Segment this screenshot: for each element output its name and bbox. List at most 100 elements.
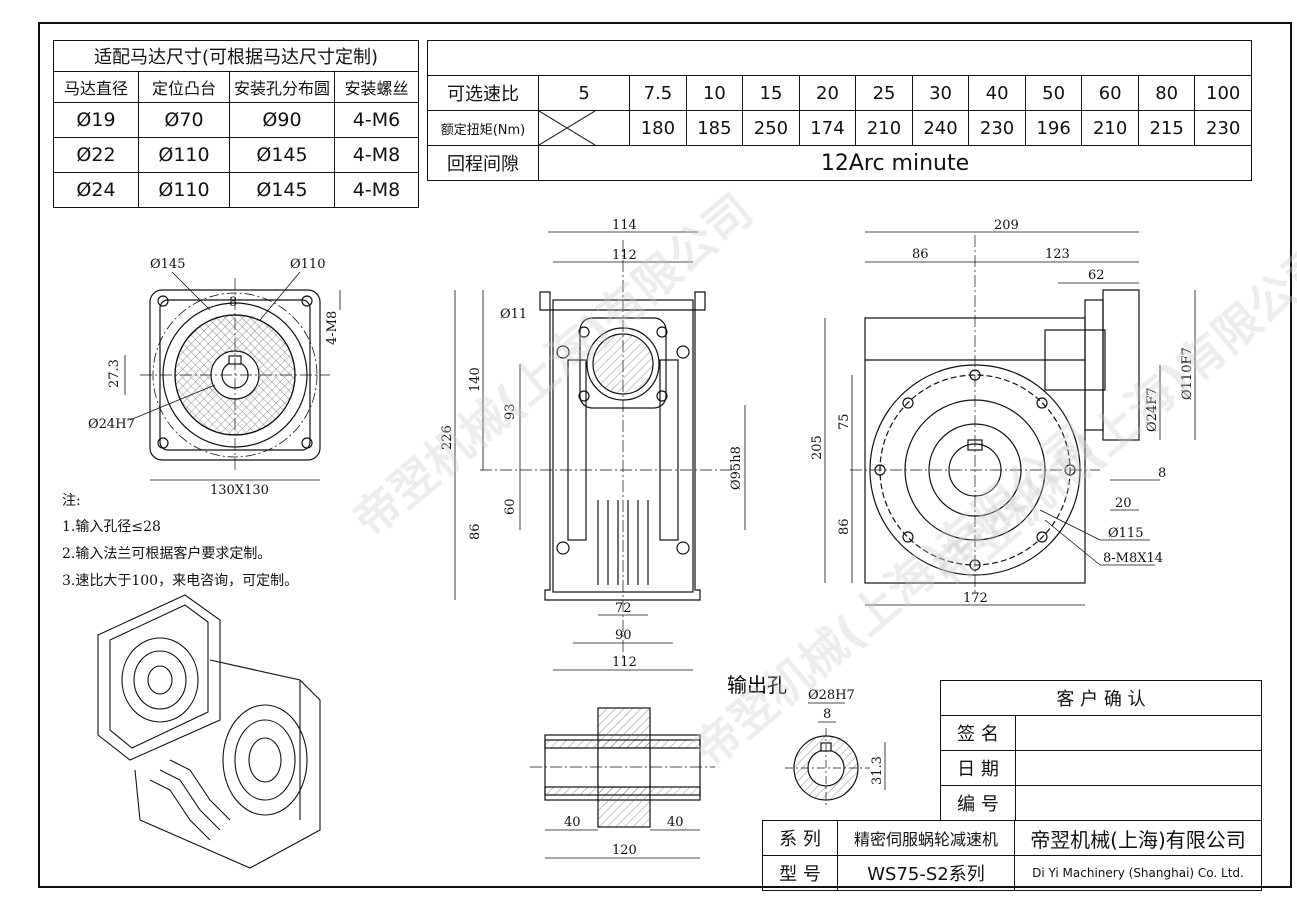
torque-cell: 210 bbox=[1081, 110, 1139, 146]
dim-bottom-112: 112 bbox=[612, 655, 637, 670]
dim-shaft-40a: 40 bbox=[564, 815, 581, 830]
dim-86-side: 86 bbox=[837, 518, 852, 535]
dim-140: 140 bbox=[468, 367, 483, 392]
torque-cell: 210 bbox=[855, 110, 913, 146]
backlash-label: 回程间隙 bbox=[427, 145, 539, 181]
dim-112: 112 bbox=[612, 248, 637, 263]
motor-header-diameter: 马达直径 bbox=[53, 71, 139, 103]
ratio-cell: 50 bbox=[1024, 75, 1083, 111]
dim-d115: Ø115 bbox=[1108, 526, 1143, 541]
dim-31-3: 31.3 bbox=[870, 756, 885, 785]
ratio-cell: 5 bbox=[537, 75, 631, 111]
customer-confirm-table: 客 户 确 认 签 名 日 期 编 号 bbox=[940, 680, 1262, 821]
isometric-view bbox=[97, 594, 321, 869]
notes-heading: 注: bbox=[62, 493, 81, 509]
table-cell: Ø90 bbox=[229, 102, 335, 138]
dim-d110f7: Ø110F7 bbox=[1180, 347, 1195, 400]
dim-62: 62 bbox=[1088, 268, 1105, 283]
backlash-row: 回程间隙 12Arc minute bbox=[427, 145, 1252, 181]
dim-226: 226 bbox=[440, 425, 455, 450]
table-cell: Ø24 bbox=[53, 172, 139, 208]
table-cell: Ø22 bbox=[53, 137, 139, 173]
torque-label: 额定扭矩(Nm) bbox=[427, 110, 539, 146]
torque-cell: 240 bbox=[911, 110, 970, 146]
ratio-cell: 40 bbox=[968, 75, 1026, 111]
side-view bbox=[824, 231, 1196, 606]
note-item: 2.输入法兰可根据客户要求定制。 bbox=[62, 546, 272, 562]
dim-d110: Ø110 bbox=[290, 257, 325, 272]
dim-75: 75 bbox=[837, 413, 852, 430]
ratio-cell: 15 bbox=[742, 75, 800, 111]
cross-mark-icon bbox=[539, 111, 595, 145]
torque-cell: 196 bbox=[1024, 110, 1083, 146]
table-row: Ø22 Ø110 Ø145 4-M8 bbox=[53, 137, 419, 173]
table-cell: 4-M8 bbox=[334, 137, 419, 173]
table-cell: 4-M8 bbox=[334, 172, 419, 208]
motor-header-pcd: 安装孔分布圆 bbox=[229, 71, 335, 103]
note-item: 1.输入孔径≤28 bbox=[62, 519, 161, 535]
series-label: 系 列 bbox=[762, 820, 838, 856]
series-value: 精密伺服蜗轮减速机 bbox=[837, 820, 1015, 856]
dim-114: 114 bbox=[612, 218, 637, 233]
front-view bbox=[454, 231, 746, 671]
dim-d95h8: Ø95h8 bbox=[729, 446, 744, 490]
model-label: 型 号 bbox=[762, 855, 838, 891]
table-row: Ø19 Ø70 Ø90 4-M6 bbox=[53, 102, 419, 138]
shaft-section bbox=[530, 707, 715, 859]
torque-cell: 250 bbox=[742, 110, 800, 146]
title-block: 系 列 精密伺服蜗轮减速机 帝翌机械(上海)有限公司 型 号 WS75-S2系列… bbox=[762, 820, 1262, 891]
dim-4m8: 4-M8 bbox=[325, 311, 340, 345]
dim-130x130: 130X130 bbox=[210, 483, 269, 498]
table-cell: Ø19 bbox=[53, 102, 139, 138]
ratio-cell: 20 bbox=[798, 75, 857, 111]
torque-cell: 230 bbox=[1194, 110, 1252, 146]
dim-d28h7: Ø28H7 bbox=[808, 688, 855, 703]
output-bore-label: 输出孔 bbox=[727, 673, 787, 697]
torque-cell: 185 bbox=[685, 110, 744, 146]
ratio-table: 可选速比 5 7.5 10 15 20 25 30 40 50 60 80 10… bbox=[427, 40, 1252, 181]
company-cn: 帝翌机械(上海)有限公司 bbox=[1014, 820, 1262, 856]
dim-8-side: 8 bbox=[1158, 466, 1166, 481]
flange-view bbox=[124, 271, 341, 481]
confirm-date-field[interactable] bbox=[1015, 750, 1262, 786]
torque-cell: 230 bbox=[968, 110, 1026, 146]
table-row: Ø24 Ø110 Ø145 4-M8 bbox=[53, 172, 419, 208]
table-cell: Ø145 bbox=[229, 172, 335, 208]
dim-bore-8: 8 bbox=[823, 707, 831, 722]
backlash-value: 12Arc minute bbox=[538, 145, 1252, 181]
confirm-number-field[interactable] bbox=[1015, 785, 1262, 821]
dim-d145: Ø145 bbox=[150, 257, 185, 272]
dim-d24f7: Ø24F7 bbox=[1145, 388, 1160, 433]
confirm-number-label: 编 号 bbox=[940, 785, 1016, 821]
dim-shaft-40b: 40 bbox=[667, 815, 684, 830]
model-value: WS75-S2系列 bbox=[837, 855, 1015, 891]
dim-205: 205 bbox=[810, 435, 825, 460]
confirm-title: 客 户 确 认 bbox=[940, 680, 1262, 716]
ratio-cell: 100 bbox=[1194, 75, 1252, 111]
confirm-sign-field[interactable] bbox=[1015, 715, 1262, 751]
ratio-cell: 25 bbox=[855, 75, 913, 111]
note-item: 3.速比大于100，来电咨询，可定制。 bbox=[62, 573, 299, 589]
confirm-date-label: 日 期 bbox=[940, 750, 1016, 786]
ratio-cell: 10 bbox=[685, 75, 744, 111]
dim-90: 90 bbox=[615, 628, 632, 643]
motor-size-table: 适配马达尺寸(可根据马达尺寸定制) 马达直径 定位凸台 安装孔分布圆 安装螺丝 … bbox=[53, 40, 419, 208]
dim-123: 123 bbox=[1045, 247, 1070, 262]
dim-60: 60 bbox=[503, 498, 518, 515]
dim-172: 172 bbox=[963, 591, 988, 606]
confirm-sign-label: 签 名 bbox=[940, 715, 1016, 751]
torque-cell-na bbox=[537, 110, 631, 146]
dim-86-top: 86 bbox=[912, 247, 929, 262]
company-en: Di Yi Machinery (Shanghai) Co. Ltd. bbox=[1014, 855, 1262, 891]
table-cell: Ø110 bbox=[138, 137, 230, 173]
dim-72: 72 bbox=[615, 601, 632, 616]
dim-8-m8x14: 8-M8X14 bbox=[1103, 551, 1163, 566]
ratio-cell: 60 bbox=[1081, 75, 1139, 111]
dim-d11: Ø11 bbox=[500, 307, 527, 322]
table-cell: Ø110 bbox=[138, 172, 230, 208]
dim-keyway-8: 8 bbox=[229, 295, 237, 310]
dim-shaft-120: 120 bbox=[612, 843, 637, 858]
dim-20: 20 bbox=[1115, 496, 1132, 511]
dim-86: 86 bbox=[468, 523, 483, 540]
